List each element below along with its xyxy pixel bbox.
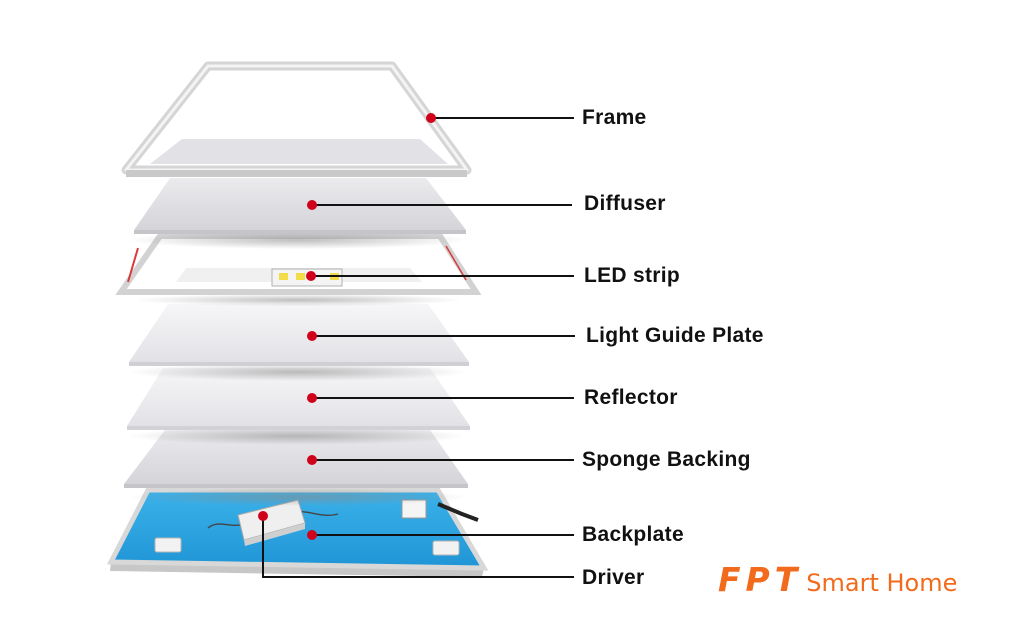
callout-dot-led-strip <box>306 271 316 281</box>
label-driver: Driver <box>582 566 645 589</box>
leader-lines <box>262 117 575 578</box>
label-sponge-backing: Sponge Backing <box>582 448 751 471</box>
leader-line-driver <box>262 516 574 578</box>
brand-mark: FPT <box>718 560 803 599</box>
callout-dot-reflector <box>307 393 317 403</box>
callout-dots <box>258 113 436 540</box>
frame-layer <box>121 61 472 177</box>
label-reflector: Reflector <box>584 386 678 409</box>
callout-dot-sponge-backing <box>307 455 317 465</box>
callout-dot-light-guide-plate <box>307 331 317 341</box>
callout-dot-frame <box>426 113 436 123</box>
label-frame: Frame <box>582 106 647 129</box>
callout-dot-diffuser <box>307 200 317 210</box>
callout-dot-backplate <box>307 530 317 540</box>
light-guide-plate-layer <box>128 304 469 381</box>
label-led-strip: LED strip <box>584 264 681 287</box>
label-light-guide-plate: Light Guide Plate <box>586 324 764 347</box>
callout-dot-driver <box>258 511 268 521</box>
reflector-layer <box>127 368 470 445</box>
brand-text: Smart Home <box>806 569 958 597</box>
label-backplate: Backplate <box>582 523 684 546</box>
label-diffuser: Diffuser <box>584 192 666 215</box>
backplate-layer <box>106 487 489 577</box>
diffuser-layer <box>128 178 468 249</box>
